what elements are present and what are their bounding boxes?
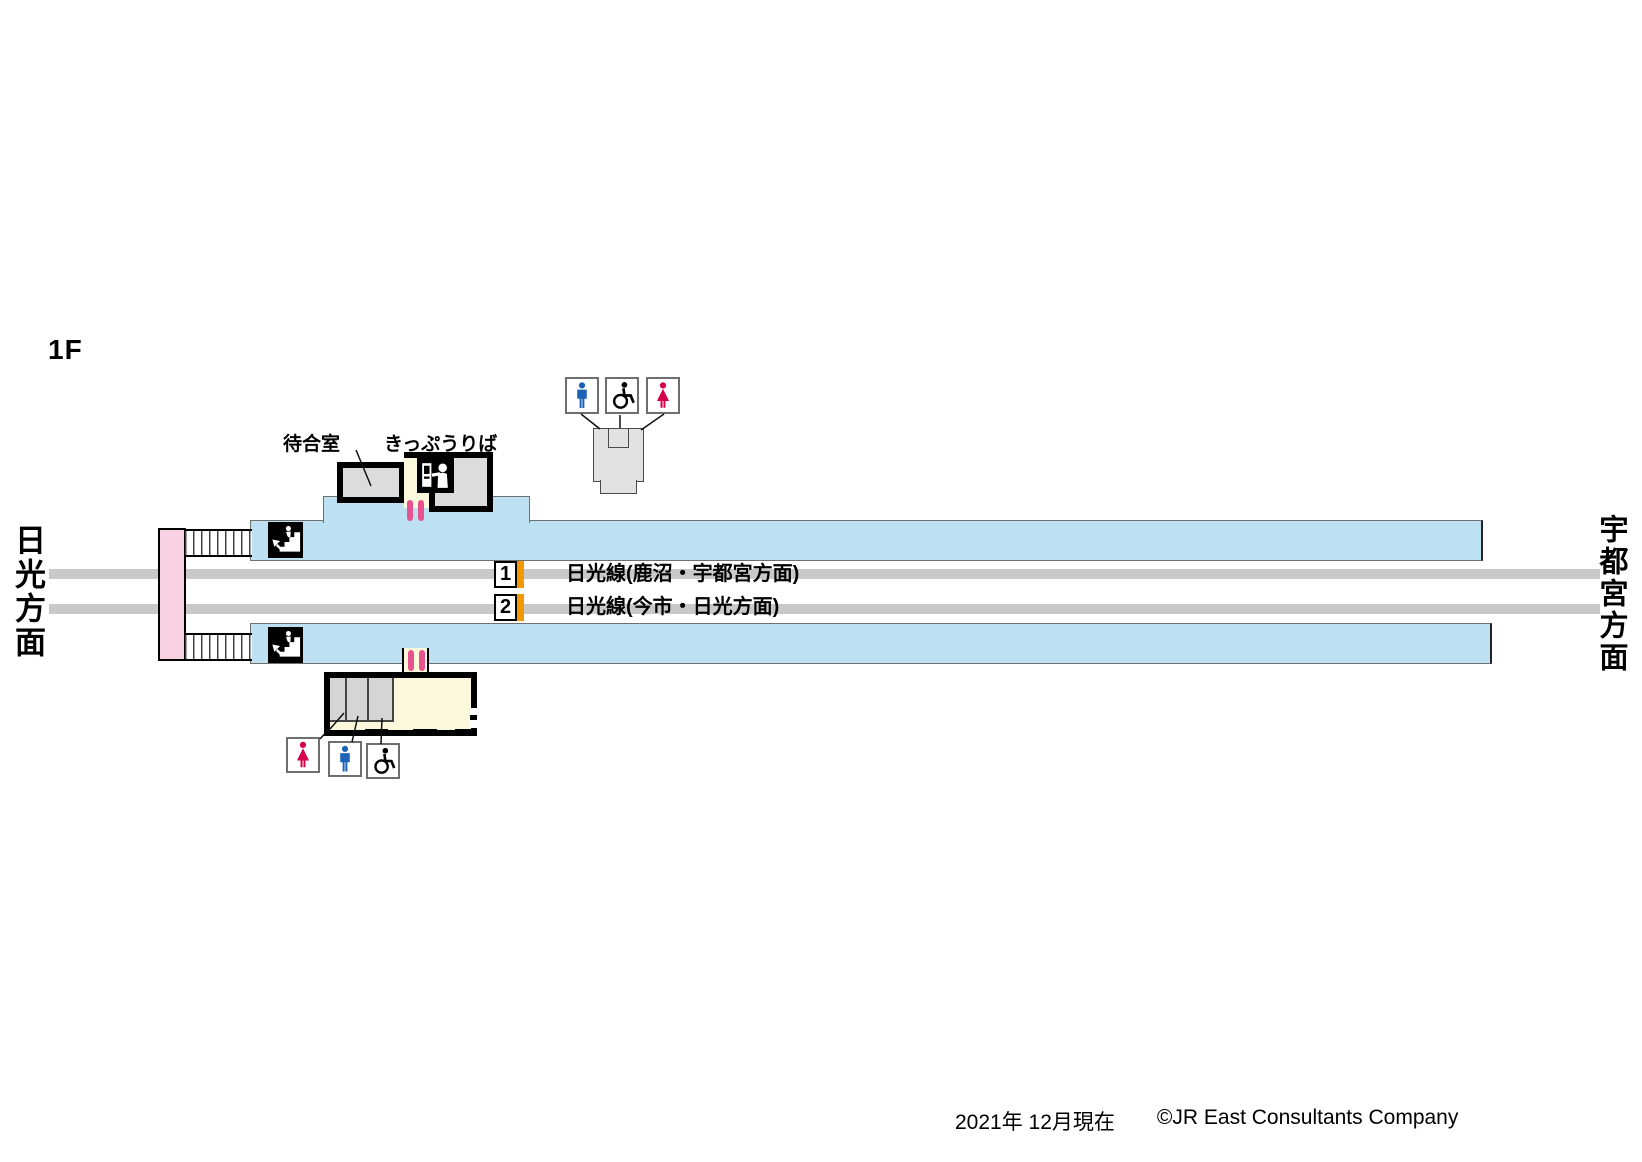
accessible-toilet-icon (605, 377, 639, 414)
track-line-1 (49, 569, 1600, 579)
ticket-office-label: きっぷうりば (384, 434, 498, 455)
ticket-gate-bar (419, 650, 425, 671)
womens-toilet-icon (646, 377, 680, 414)
stairs-upper (185, 529, 252, 557)
platform-1 (250, 520, 1483, 561)
ticket-gate-bar (418, 500, 424, 521)
overpass-bridge (158, 528, 186, 661)
copyright: ©JR East Consultants Company (1156, 1106, 1459, 1129)
toilet-building-entry (608, 428, 629, 448)
compartment-divider (345, 678, 347, 722)
track-line-2 (49, 604, 1600, 614)
ticket-machine-icon (417, 458, 454, 493)
building-door-mark (413, 729, 437, 736)
map-date: 2021年 12月現在 (955, 1111, 1115, 1134)
floor-label: 1F (48, 334, 83, 365)
mens-toilet-icon (328, 741, 362, 777)
compartment-divider (367, 678, 369, 722)
stairs-lower (185, 633, 252, 661)
womens-toilet-icon (286, 737, 320, 773)
track-2-label-row: 2 日光線(今市・日光方面) (494, 594, 779, 621)
mens-toilet-icon (565, 377, 599, 414)
stairs-icon (268, 522, 303, 558)
station-building (324, 672, 477, 736)
toilet-building-base (600, 480, 637, 494)
map-footer: 2021年 12月現在 ©JR East Consultants Company (955, 1106, 1458, 1136)
waiting-room-label: 待合室 (283, 434, 341, 455)
track-line-label: 日光線(鹿沼・宇都宮方面) (566, 563, 800, 585)
stairs-icon (268, 627, 303, 663)
building-door-mark (455, 729, 473, 736)
track-1-label-row: 1 日光線(鹿沼・宇都宮方面) (494, 561, 799, 588)
track-number-badge: 2 (494, 594, 517, 621)
track-line-label: 日光線(今市・日光方面) (566, 596, 780, 618)
track-color-stripe (517, 561, 524, 588)
track-number-badge: 1 (494, 561, 517, 588)
ticket-gate-bar (408, 650, 414, 671)
building-side-door-mark (470, 715, 477, 720)
toilet-compartments (330, 678, 394, 722)
waiting-room (337, 462, 405, 503)
direction-right-label: 宇都宮方面 (1595, 514, 1627, 674)
toilet-building (593, 428, 644, 482)
platform-2 (250, 623, 1492, 664)
direction-left-label: 日光方面 (10, 524, 45, 660)
track-color-stripe (517, 594, 524, 621)
building-door-mark (365, 729, 388, 736)
accessible-toilet-icon (366, 743, 400, 779)
ticket-gate-bar (407, 500, 413, 521)
